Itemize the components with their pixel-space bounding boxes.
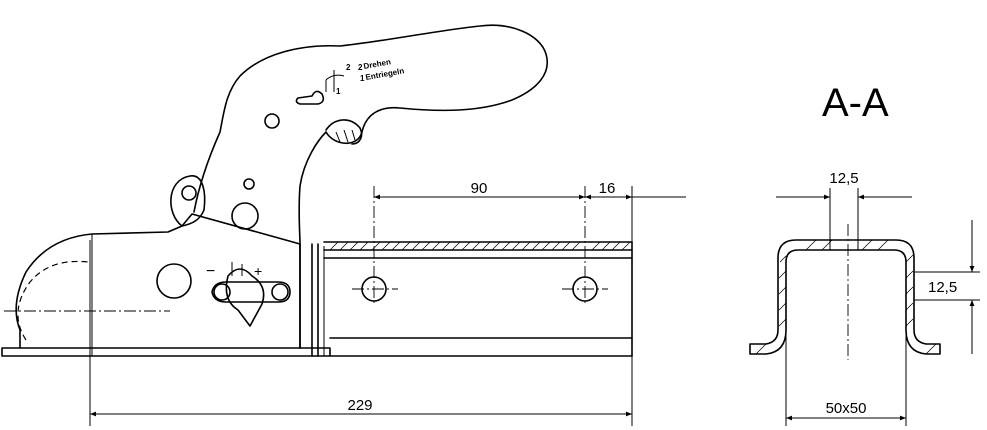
flange-height-label: 12,5 [928, 279, 957, 296]
section-hatching [755, 239, 937, 355]
hidden-socket [17, 260, 89, 341]
svg-text:2: 2 [358, 63, 363, 72]
u-profile-section [749, 239, 941, 355]
total-length-label: 229 [347, 397, 372, 414]
dimension-total-length: 229 [89, 356, 633, 426]
indicator-plus: + [254, 263, 262, 279]
body-hole [156, 263, 192, 299]
dimension-hole-spacing: 90 [374, 180, 585, 200]
flange-width-label: 12,5 [829, 170, 858, 187]
end-offset-label: 16 [599, 180, 616, 197]
pivot-ear [170, 175, 206, 227]
coupling-hood [15, 213, 301, 349]
dimension-flange-height: 12,5 [914, 220, 980, 354]
dimension-end-offset: 16 [585, 180, 686, 242]
dimension-flange-width: 12,5 [776, 170, 912, 250]
step1-number: 1 [336, 87, 341, 96]
flange-hatching [329, 241, 631, 251]
dimension-profile-size: 50x50 [785, 330, 907, 426]
release-handle [193, 24, 549, 245]
keyhole-slot [295, 90, 325, 105]
base-plate [1, 347, 331, 357]
section-profile [749, 224, 941, 360]
hole-spacing-label: 90 [471, 180, 488, 197]
profile-size-label: 50x50 [826, 400, 867, 417]
step2-number: 2 [346, 63, 351, 72]
handle-hole [264, 113, 280, 129]
small-hole [243, 178, 255, 190]
rotation-arrow [325, 74, 345, 81]
drawbar-profile [323, 186, 633, 357]
svg-text:1: 1 [360, 74, 365, 83]
wear-indicator: − + [206, 262, 291, 327]
section-title: A-A [822, 81, 889, 125]
pivot-hole [231, 202, 259, 230]
handle-pocket [325, 119, 363, 145]
coupling-side-view: 2 1 Drehen Entriegeln 2 1 − + [1, 24, 549, 357]
indicator-minus: − [206, 263, 215, 280]
